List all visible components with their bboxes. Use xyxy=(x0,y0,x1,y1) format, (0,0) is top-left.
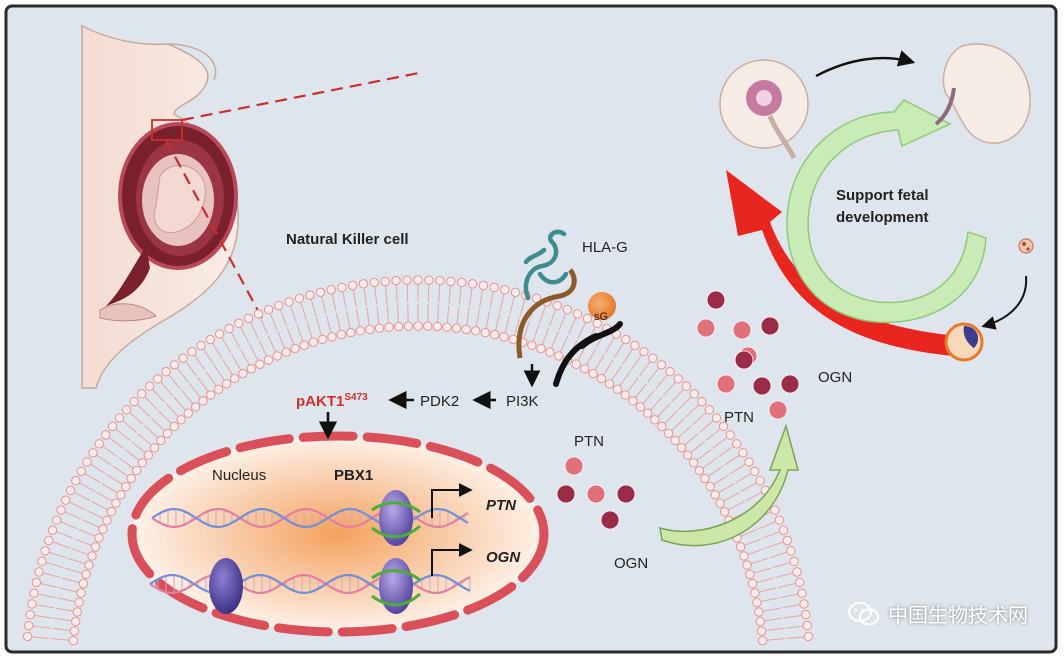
natural-killer-cell-label: Natural Killer cell xyxy=(286,231,409,248)
pbx1-protein-bottom xyxy=(371,569,421,607)
late-fetus-illustration xyxy=(934,43,1031,144)
fetal-ptn-label: PTN xyxy=(724,409,754,426)
dna-strands xyxy=(149,508,471,594)
green-cycle-arrow xyxy=(786,99,987,324)
zygote-cell xyxy=(1018,238,1034,254)
blastocyst-cell xyxy=(944,322,984,362)
secretion-arrow xyxy=(659,423,799,547)
wechat-icon xyxy=(848,601,879,625)
zoom-line-top xyxy=(181,70,425,122)
transcription-arrow-ogn xyxy=(431,543,473,576)
cell-membrane xyxy=(22,275,814,646)
pregnant-woman-illustration xyxy=(81,24,239,389)
nucleus-envelope xyxy=(127,431,549,637)
gene-ogn-label: OGN xyxy=(486,549,521,566)
nucleus-label: Nucleus xyxy=(212,467,266,484)
fetal-ogn-label: OGN xyxy=(818,369,852,386)
big-red-arrow xyxy=(726,170,958,356)
transcription-arrow-ptn xyxy=(431,483,473,518)
pdk2-label: PDK2 xyxy=(420,393,459,410)
secreted-ogn-label: OGN xyxy=(614,555,648,572)
support-label-line2: development xyxy=(836,209,929,226)
watermark-text: 中国生物技术网 xyxy=(888,603,1028,627)
zoom-line-bottom xyxy=(165,139,263,319)
arrow-cell-to-embryo xyxy=(981,275,1028,330)
pi3k-label: PI3K xyxy=(506,393,539,410)
secreted-molecules xyxy=(556,290,800,530)
sg-label: sG xyxy=(594,311,608,323)
hla-g-label: HLA-G xyxy=(582,239,628,256)
pakt1-label: pAKT1S473 xyxy=(296,392,368,410)
sg-ligand xyxy=(588,292,616,320)
gene-ptn-label: PTN xyxy=(486,497,517,514)
early-fetus-illustration xyxy=(719,59,809,160)
secreted-ptn-label: PTN xyxy=(574,433,604,450)
hla-g-receptor xyxy=(516,229,623,387)
pbx1-protein-top xyxy=(371,501,421,539)
watermark: 中国生物技术网 xyxy=(848,599,1028,628)
arrow-fetus-growth xyxy=(815,50,916,78)
pbx1-label: PBX1 xyxy=(334,467,373,484)
support-label-line1: Support fetal xyxy=(836,187,929,204)
histone-bottom-left xyxy=(209,558,243,614)
